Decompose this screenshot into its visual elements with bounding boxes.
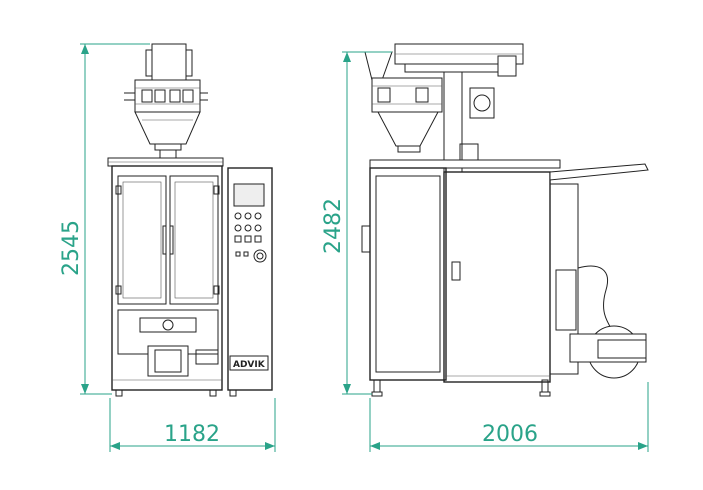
brand-label: ADVIK bbox=[233, 360, 266, 370]
front-width-label: 1182 bbox=[164, 422, 220, 447]
dimension-side-width: 2006 bbox=[369, 382, 649, 452]
dimension-front-height: 2545 bbox=[59, 43, 150, 395]
dimension-side-height: 2482 bbox=[321, 51, 392, 395]
side-view bbox=[361, 43, 649, 397]
side-width-label: 2006 bbox=[482, 422, 538, 447]
side-height-label: 2482 bbox=[321, 198, 346, 254]
dimension-front-width: 1182 bbox=[109, 398, 276, 452]
front-height-label: 2545 bbox=[59, 220, 84, 276]
front-view: ADVIK bbox=[107, 43, 273, 397]
